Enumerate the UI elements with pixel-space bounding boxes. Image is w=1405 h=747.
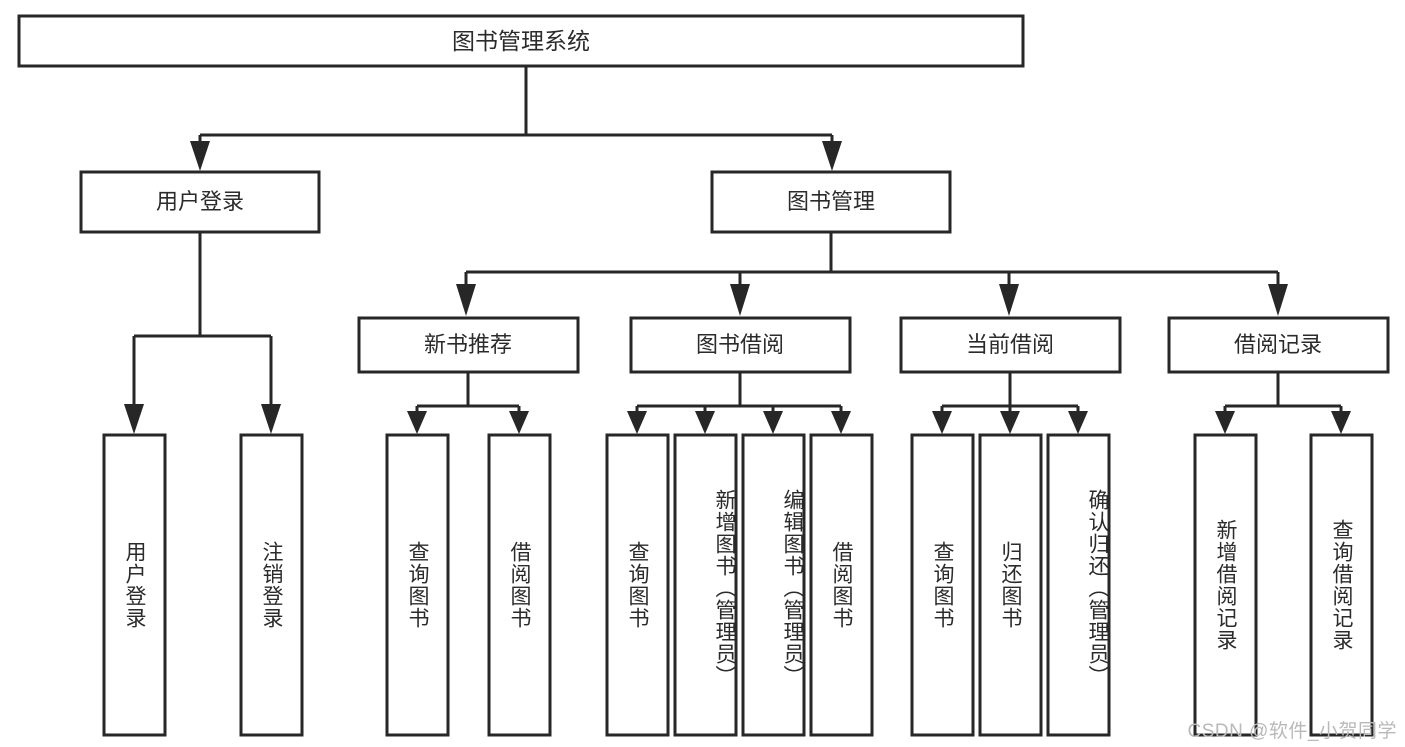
arrow-head-icon [261, 404, 281, 434]
node-current-borrow[interactable]: 当前借阅 [899, 316, 1122, 374]
node-label: 图书管理 [787, 189, 875, 214]
node-label: 当前借阅 [966, 332, 1054, 357]
connector-book-manage-to-level3 [456, 232, 1288, 316]
leaf-box-confirm-return-admin[interactable] [1046, 433, 1111, 737]
connector-new-book-to-leaves [407, 372, 529, 434]
connector-current-borrow-to-leaves [932, 372, 1088, 434]
leaf-box-logout[interactable] [239, 433, 304, 737]
node-book-management[interactable]: 图书管理 [710, 170, 952, 234]
arrow-head-icon [1331, 411, 1351, 434]
leaf-box-query-book-current[interactable] [910, 433, 975, 737]
arrow-head-icon [1000, 411, 1020, 434]
connector-book-borrow-to-leaves [627, 372, 851, 434]
leaf-box-user-login[interactable] [102, 433, 167, 737]
node-root-book-management-system[interactable]: 图书管理系统 [17, 14, 1025, 68]
arrow-head-icon [1215, 411, 1235, 434]
arrow-head-icon [695, 411, 715, 434]
arrow-head-icon [763, 411, 783, 434]
arrow-head-icon [124, 404, 144, 434]
leaf-box-query-book-borrow[interactable] [605, 433, 670, 737]
arrow-head-icon [456, 284, 476, 316]
arrow-head-icon [730, 284, 750, 316]
leaf-box-add-book-admin[interactable] [673, 433, 738, 737]
arrow-head-icon [627, 411, 647, 434]
node-new-book-recommend[interactable]: 新书推荐 [357, 316, 580, 374]
arrow-head-icon [407, 411, 427, 434]
leaf-box-borrow-book[interactable] [809, 433, 874, 737]
csdn-watermark: CSDN @软件_小贺同学 [1187, 721, 1397, 742]
leaf-box-query-book-recommend[interactable] [385, 433, 450, 737]
node-label: 用户登录 [156, 189, 244, 214]
arrow-head-icon [999, 284, 1019, 316]
arrow-head-icon [190, 141, 210, 171]
arrow-head-icon [1268, 284, 1288, 316]
leaf-box-edit-book-admin[interactable] [741, 433, 806, 737]
node-label: 借阅记录 [1234, 332, 1322, 357]
leaf-box-add-borrow-record[interactable] [1193, 433, 1258, 737]
node-borrow-records[interactable]: 借阅记录 [1167, 316, 1390, 374]
node-book-borrow[interactable]: 图书借阅 [629, 316, 852, 374]
node-user-login[interactable]: 用户登录 [79, 170, 321, 234]
arrow-head-icon [1068, 411, 1088, 434]
connector-root-to-level2 [190, 66, 842, 171]
node-label: 图书借阅 [696, 332, 784, 357]
connector-user-login-to-leaves [124, 232, 281, 434]
arrow-head-icon [831, 411, 851, 434]
arrow-head-icon [932, 411, 952, 434]
connector-borrow-records-to-leaves [1215, 372, 1351, 434]
leaf-box-return-book[interactable] [978, 433, 1043, 737]
arrow-head-icon [509, 411, 529, 434]
leaf-box-query-borrow-record[interactable] [1309, 433, 1374, 737]
node-label: 图书管理系统 [452, 28, 590, 54]
leaf-box-borrow-book-recommend[interactable] [487, 433, 552, 737]
arrow-head-icon [822, 141, 842, 171]
node-label: 新书推荐 [424, 332, 512, 357]
